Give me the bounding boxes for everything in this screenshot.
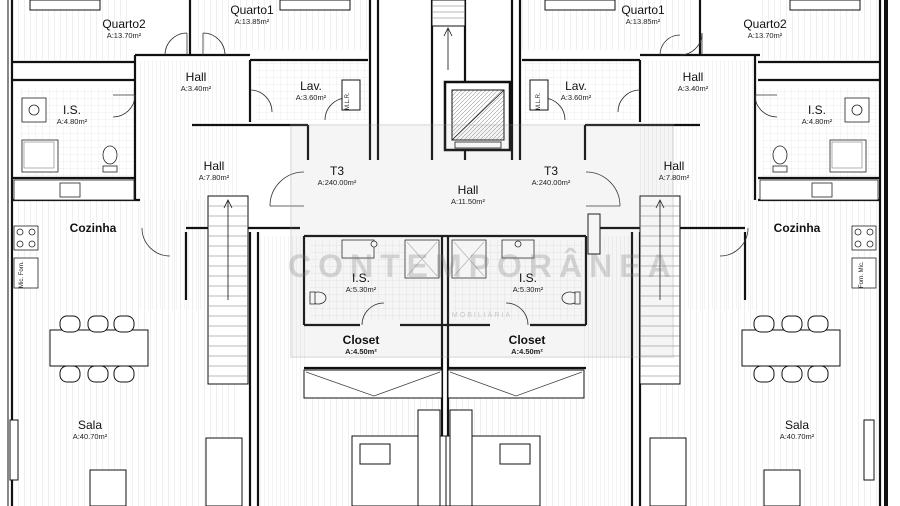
room-name: Sala — [784, 418, 810, 432]
room-name: Cozinha — [773, 221, 821, 235]
room-label-quarto1-left: Quarto1 A:13.85m² — [230, 3, 274, 26]
room-label-lav-right: Lav. A:3.60m² — [560, 79, 592, 102]
room-name: Closet — [342, 333, 380, 347]
room-area: A:5.30m² — [345, 284, 377, 294]
room-label-hall-left-top: Hall A:3.40m² — [180, 70, 212, 93]
room-label-cozinha-left: Cozinha — [69, 221, 117, 236]
room-label-quarto2-right: Quarto2 A:13.70m² — [743, 17, 787, 40]
room-area: A:240.00m² — [531, 177, 571, 187]
room-label-is-center-left: I.S. A:5.30m² — [345, 271, 377, 294]
room-area: A:4.50m² — [345, 346, 377, 356]
room-name: Hall — [185, 70, 207, 84]
room-label-sala-left: Sala A:40.70m² — [72, 418, 108, 441]
room-label-hall-right-top: Hall A:3.40m² — [677, 70, 709, 93]
room-label-hall-right-mid: Hall A:7.80m² — [658, 159, 690, 182]
mlr-cabinets — [341, 79, 601, 255]
watermark-subtext: IMOBILIÁRIA — [447, 312, 512, 319]
room-name: T3 — [329, 164, 344, 178]
mlr-label-right: M.L.R. — [536, 92, 542, 110]
room-label-is-left: I.S. A:4.80m² — [56, 103, 88, 126]
room-name: I.S. — [518, 271, 537, 285]
room-area: A:13.85m² — [625, 16, 661, 26]
room-label-t3-left: T3 A:240.00m² — [317, 164, 357, 187]
room-area: A:3.40m² — [180, 83, 212, 93]
room-label-hall-center: Hall A:11.50m² — [450, 183, 486, 206]
room-area: A:7.80m² — [198, 172, 230, 182]
room-label-quarto2-left: Quarto2 A:13.70m² — [102, 17, 146, 40]
room-name: Lav. — [565, 79, 587, 93]
room-area: A:4.80m² — [801, 116, 833, 126]
room-name: Lav. — [300, 79, 322, 93]
room-area: A:240.00m² — [317, 177, 357, 187]
room-area: A:4.50m² — [511, 346, 543, 356]
room-name: I.S. — [62, 103, 81, 117]
room-label-is-right: I.S. A:4.80m² — [801, 103, 833, 126]
room-label-closet-left: Closet A:4.50m² — [342, 333, 380, 356]
mlr-label-left: M.L.R. — [345, 92, 351, 110]
forn-mic-label-right: Forn. Mic. — [859, 261, 865, 288]
room-name: Sala — [77, 418, 103, 432]
top-furniture — [29, 0, 861, 11]
room-area: A:5.30m² — [512, 284, 544, 294]
elevator — [443, 80, 512, 152]
room-area: A:40.70m² — [72, 431, 108, 441]
room-area: A:7.80m² — [658, 172, 690, 182]
room-area: A:13.85m² — [234, 16, 270, 26]
room-area: A:3.60m² — [295, 92, 327, 102]
room-name: Quarto2 — [102, 17, 146, 31]
dining-tables — [49, 315, 841, 383]
watermark-text: CONTEMPORÂNEA — [288, 248, 678, 284]
room-label-is-center-right: I.S. A:5.30m² — [512, 271, 544, 294]
watermark-panel — [290, 124, 674, 358]
mic-forn-label-left: Mic. Forn. — [19, 261, 25, 288]
bathroom-fixtures — [21, 97, 870, 305]
room-name: Hall — [457, 183, 479, 197]
room-name: Quarto2 — [743, 17, 787, 31]
room-area: A:13.70m² — [747, 30, 783, 40]
room-name: Cozinha — [69, 221, 117, 235]
kitchen-counters — [13, 179, 879, 289]
room-area: A:11.50m² — [450, 196, 486, 206]
room-name: Quarto1 — [621, 3, 665, 17]
room-label-sala-right: Sala A:40.70m² — [779, 418, 815, 441]
room-label-closet-right: Closet A:4.50m² — [508, 333, 546, 356]
room-label-t3-right: T3 A:240.00m² — [531, 164, 571, 187]
closet-wardrobes — [9, 369, 875, 506]
room-label-quarto1-right: Quarto1 A:13.85m² — [621, 3, 665, 26]
room-name: Quarto1 — [230, 3, 274, 17]
room-label-hall-left-mid: Hall A:7.80m² — [198, 159, 230, 182]
room-name: Hall — [682, 70, 704, 84]
room-area: A:40.70m² — [779, 431, 815, 441]
room-name: Hall — [663, 159, 685, 173]
room-name: I.S. — [351, 271, 370, 285]
room-name: Closet — [508, 333, 546, 347]
room-name: I.S. — [807, 103, 826, 117]
room-area: A:3.60m² — [560, 92, 592, 102]
room-label-lav-left: Lav. A:3.60m² — [295, 79, 327, 102]
room-area: A:13.70m² — [106, 30, 142, 40]
room-name: Hall — [203, 159, 225, 173]
room-name: T3 — [543, 164, 558, 178]
room-label-cozinha-right: Cozinha — [773, 221, 821, 236]
room-area: A:3.40m² — [677, 83, 709, 93]
stairs — [207, 0, 681, 385]
room-area: A:4.80m² — [56, 116, 88, 126]
